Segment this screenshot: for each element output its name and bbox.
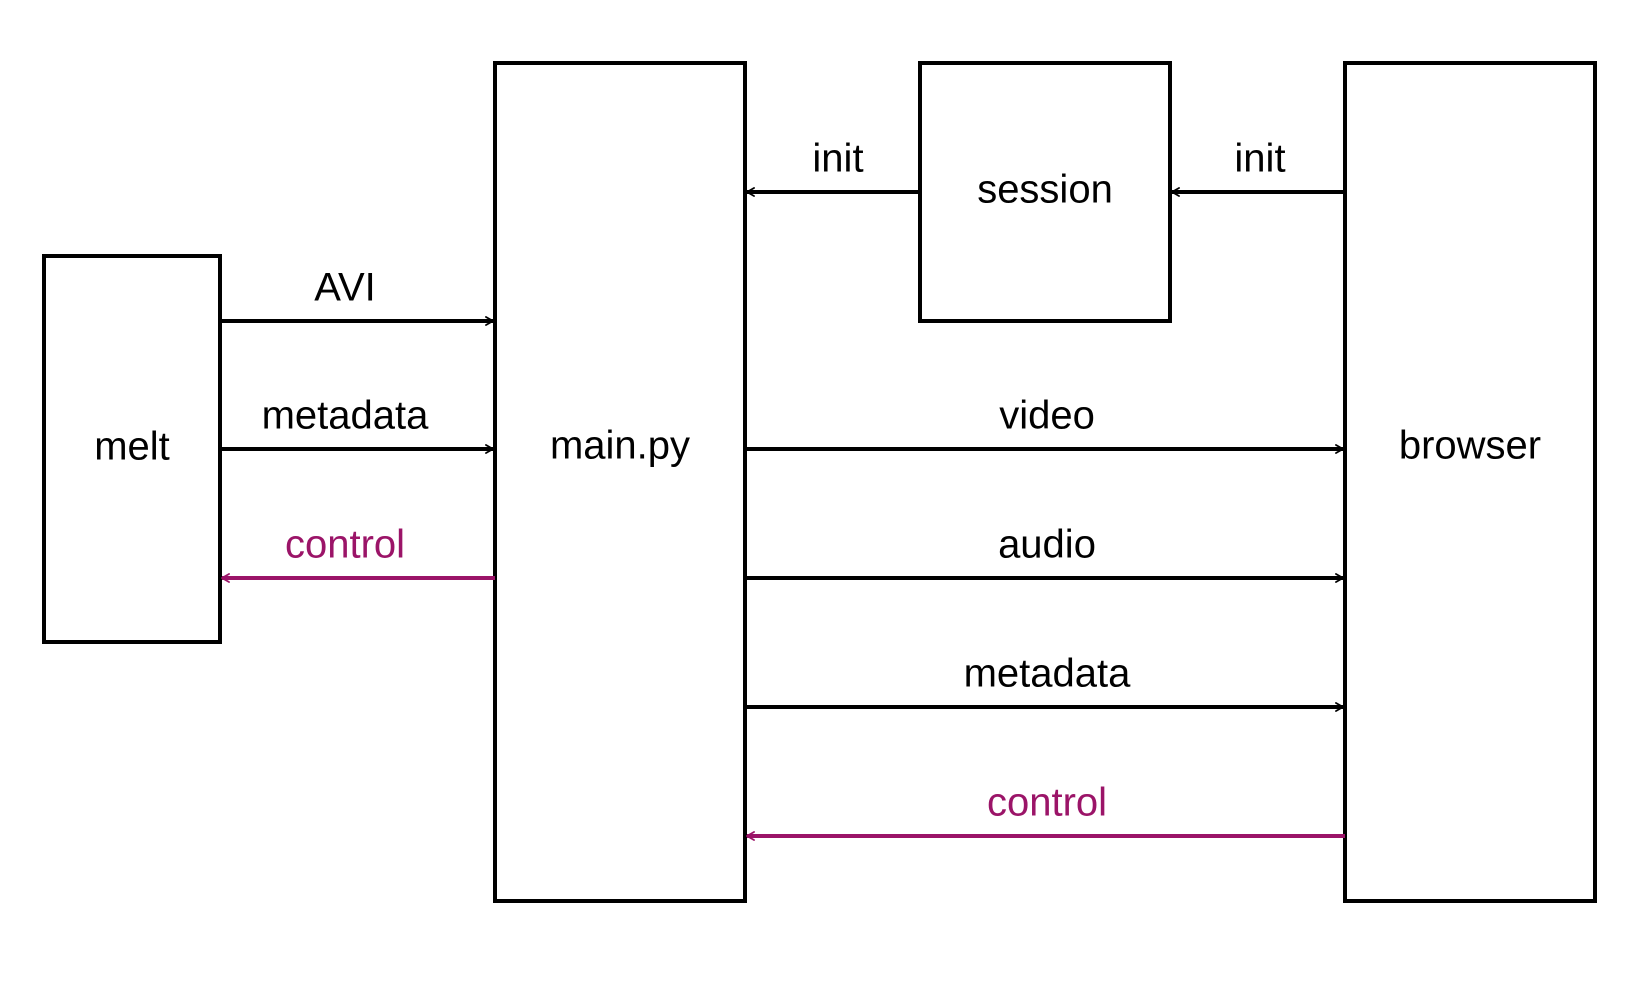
main-node: main.py — [493, 61, 747, 903]
browser-node: browser — [1343, 61, 1597, 903]
melt-label: melt — [94, 425, 170, 469]
edge-session-init-label: init — [812, 137, 863, 181]
browser-label: browser — [1399, 424, 1541, 468]
edge-browser-video: video — [745, 394, 1344, 454]
browser-box — [1343, 61, 1597, 903]
session-node: session — [918, 61, 1172, 323]
session-label: session — [977, 168, 1113, 212]
edge-browser-init: init — [1171, 137, 1345, 197]
edge-browser-metadata-label: metadata — [964, 652, 1132, 696]
edge-browser-control: control — [746, 781, 1345, 841]
edge-browser-audio-label: audio — [998, 523, 1096, 567]
edge-browser-audio: audio — [745, 523, 1344, 583]
edge-melt-avi: AVI — [220, 266, 494, 326]
melt-node: melt — [42, 254, 222, 644]
edge-browser-video-label: video — [999, 394, 1095, 438]
session-box — [918, 61, 1172, 323]
edge-browser-metadata: metadata — [745, 652, 1344, 712]
edge-melt-avi-label: AVI — [314, 266, 376, 310]
edge-melt-control: control — [221, 523, 495, 583]
edge-melt-control-label: control — [285, 523, 405, 567]
edge-session-init: init — [746, 137, 920, 197]
main-label: main.py — [550, 424, 690, 468]
melt-box — [42, 254, 222, 644]
edge-browser-control-label: control — [987, 781, 1107, 825]
edge-melt-metadata: metadata — [220, 394, 494, 454]
edge-melt-metadata-label: metadata — [262, 394, 430, 438]
edge-browser-init-label: init — [1234, 137, 1285, 181]
main-box — [493, 61, 747, 903]
